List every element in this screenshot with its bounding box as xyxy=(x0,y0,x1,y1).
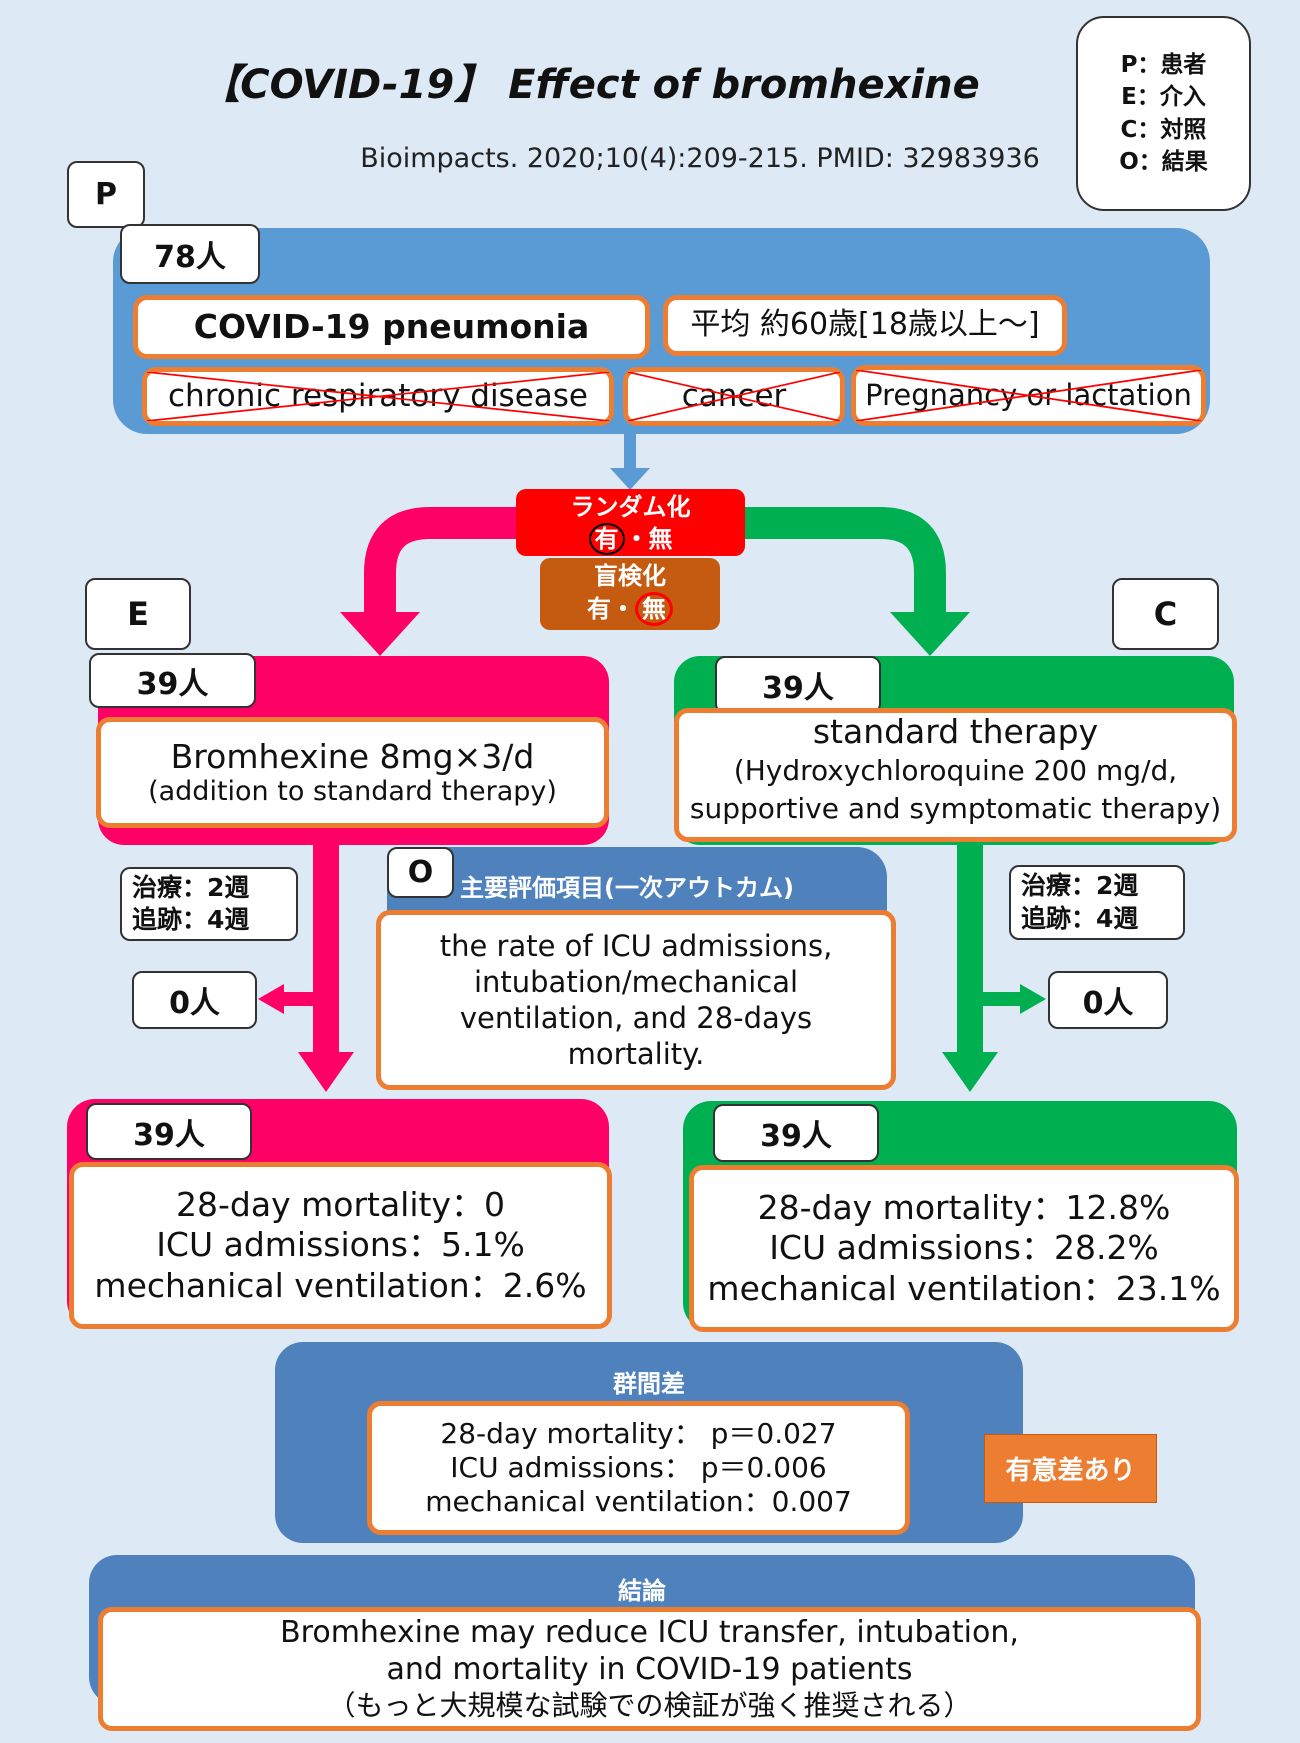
peco-o: O：結果 xyxy=(1119,148,1208,175)
treatment-period: 治療：2週 xyxy=(132,872,250,902)
control-box: standard therapy (Hydroxychloroquine 200… xyxy=(674,708,1237,842)
control-results-box: 28-day mortality：12.8% ICU admissions：28… xyxy=(689,1165,1239,1332)
followup-period: 追跡：4週 xyxy=(132,905,250,934)
control-count: 39人 xyxy=(715,656,881,714)
peco-legend: P：患者 E：介入 C：対照 O：結果 xyxy=(1076,16,1251,211)
outcome-label: 主要評価項目(一次アウトカム) xyxy=(460,874,794,902)
treatment-period: 治療：2週 xyxy=(1021,871,1139,900)
intervention-results-box: 28-day mortality：0 ICU admissions：5.1% m… xyxy=(69,1162,612,1329)
conclusion-box: Bromhexine may reduce ICU transfer, intu… xyxy=(98,1607,1201,1731)
control-detail: supportive and symptomatic therapy) xyxy=(689,792,1222,826)
e-tab: E xyxy=(85,578,191,650)
conclusion-text: and mortality in COVID-19 patients xyxy=(386,1651,913,1687)
intervention-duration: 治療：2週 追跡：4週 xyxy=(120,867,298,941)
peco-c: C：対照 xyxy=(1120,116,1207,143)
result-icu: ICU admissions：5.1% xyxy=(156,1225,525,1265)
result-icu: ICU admissions：28.2% xyxy=(769,1228,1159,1268)
p-tab: P xyxy=(67,161,145,228)
control-therapy: standard therapy xyxy=(812,712,1099,751)
outcome-text: intubation/mechanical xyxy=(473,964,799,999)
o-tab: O xyxy=(387,847,454,898)
control-duration: 治療：2週 追跡：4週 xyxy=(1009,865,1185,940)
followup-period: 追跡：4週 xyxy=(1021,903,1139,933)
age-box: 平均 約60歳[18歳以上～] xyxy=(663,295,1067,356)
result-ventilation: mechanical ventilation：23.1% xyxy=(707,1268,1221,1308)
intervention-box: Bromhexine 8mg×3/d (addition to standard… xyxy=(96,717,609,828)
peco-p: P：患者 xyxy=(1120,52,1207,79)
p-value-ventilation: mechanical ventilation：0.007 xyxy=(425,1485,852,1519)
condition-box: COVID-19 pneumonia xyxy=(133,295,650,359)
cross-out-icon xyxy=(628,372,840,421)
outcome-text: ventilation, and 28-days xyxy=(459,1001,813,1035)
c-tab: C xyxy=(1112,578,1219,650)
p-value-mortality: 28-day mortality： p＝0.027 xyxy=(440,1416,837,1450)
cross-out-icon xyxy=(147,372,609,421)
intervention-dropout: 0人 xyxy=(132,971,257,1029)
blinding-box: 盲検化 有・無 xyxy=(540,558,720,630)
randomization-yes: 有 xyxy=(588,523,625,555)
blinding-label: 盲検化 xyxy=(594,562,666,590)
result-mortality: 28-day mortality：0 xyxy=(176,1185,505,1225)
cross-out-icon xyxy=(856,370,1201,421)
difference-label: 群間差 xyxy=(613,1370,685,1398)
blinding-yes: 有 xyxy=(587,595,611,623)
exclusion-box: cancer xyxy=(623,367,845,426)
separator: ・ xyxy=(624,525,649,553)
conclusion-label: 結論 xyxy=(618,1577,666,1605)
randomization-box: ランダム化 有・無 xyxy=(516,489,745,556)
intervention-result-count: 39人 xyxy=(86,1103,252,1160)
outcome-text: the rate of ICU admissions, xyxy=(439,928,833,963)
condition-text: COVID-19 pneumonia xyxy=(193,307,590,347)
intervention-drug: Bromhexine 8mg×3/d xyxy=(170,737,535,776)
outcome-text: mortality. xyxy=(567,1037,705,1072)
control-detail: (Hydroxychloroquine 200 mg/d, xyxy=(733,753,1178,787)
intervention-note: (addition to standard therapy) xyxy=(148,775,557,807)
citation: Bioimpacts. 2020;10(4):209-215. PMID: 32… xyxy=(360,143,1040,174)
blinding-no: 無 xyxy=(635,592,673,626)
difference-box: 28-day mortality： p＝0.027 ICU admissions… xyxy=(367,1401,910,1535)
peco-e: E：介入 xyxy=(1121,84,1206,111)
intervention-count: 39人 xyxy=(89,653,256,708)
age-text: 平均 約60歳[18歳以上～] xyxy=(690,307,1040,343)
population-count: 78人 xyxy=(120,224,260,284)
exclusion-box: Pregnancy or lactation xyxy=(851,365,1206,426)
exclusion-box: chronic respiratory disease xyxy=(142,367,614,426)
control-result-count: 39人 xyxy=(713,1104,879,1162)
p-value-icu: ICU admissions： p＝0.006 xyxy=(450,1450,827,1484)
result-mortality: 28-day mortality：12.8% xyxy=(757,1188,1171,1228)
control-dropout: 0人 xyxy=(1048,971,1168,1029)
separator: ・ xyxy=(611,595,635,623)
randomization-no: 無 xyxy=(648,525,673,553)
page-title: 【COVID-19】 Effect of bromhexine xyxy=(200,62,980,108)
randomization-label: ランダム化 xyxy=(570,493,691,521)
outcome-box: the rate of ICU admissions, intubation/m… xyxy=(376,910,896,1090)
result-ventilation: mechanical ventilation：2.6% xyxy=(94,1265,587,1305)
significance-badge: 有意差あり xyxy=(984,1434,1157,1503)
conclusion-note: （もっと大規模な試験での検証が強く推奨される） xyxy=(327,1688,972,1722)
conclusion-text: Bromhexine may reduce ICU transfer, intu… xyxy=(280,1615,1019,1651)
